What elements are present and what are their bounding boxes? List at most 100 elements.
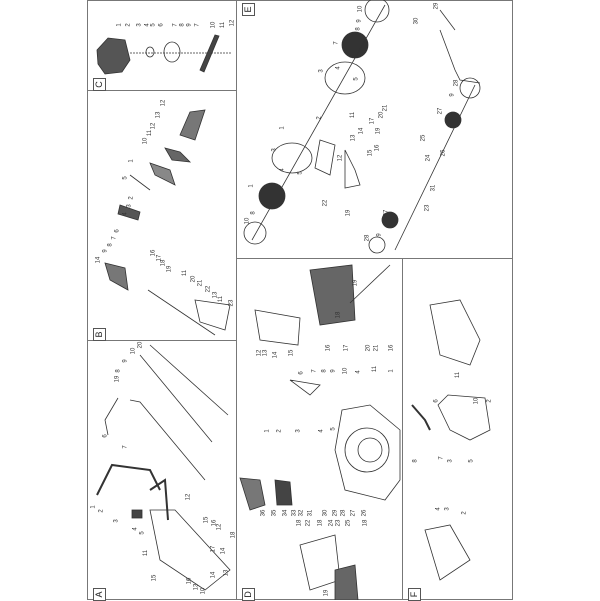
part-number-label: 28 bbox=[453, 79, 460, 87]
part-number-label: 19 bbox=[114, 375, 121, 383]
part-number-label: 5 bbox=[353, 77, 360, 81]
part-number-label: 1 bbox=[388, 369, 395, 373]
part-number-label: 8 bbox=[412, 459, 419, 463]
part-number-label: 26 bbox=[361, 509, 368, 517]
part-number-label: 9 bbox=[330, 369, 337, 373]
part-number-label: 12 bbox=[150, 122, 157, 130]
part-number-label: 23 bbox=[335, 519, 342, 527]
part-number-label: 22 bbox=[205, 285, 212, 293]
part-number-label: 9 bbox=[186, 23, 193, 27]
part-number-label: 6 bbox=[433, 399, 440, 403]
part-number-label: 3 bbox=[318, 69, 325, 73]
part-number-label: 5 bbox=[297, 171, 304, 175]
part-number-label: 13 bbox=[155, 111, 162, 119]
section-letter-d: D bbox=[242, 588, 255, 601]
part-number-label: 8 bbox=[321, 369, 328, 373]
part-number-label: 17 bbox=[369, 117, 376, 125]
part-number-label: 8 bbox=[115, 369, 122, 373]
part-number-label: 16 bbox=[325, 344, 332, 352]
part-number-label: 7 bbox=[333, 41, 340, 45]
part-number-label: 1 bbox=[90, 505, 97, 509]
motor-assembly bbox=[96, 34, 232, 75]
part-number-label: 36 bbox=[260, 509, 267, 517]
part-number-label: 35 bbox=[271, 509, 278, 517]
part-number-label: 10 bbox=[473, 397, 480, 405]
handle-assembly bbox=[96, 344, 231, 591]
part-number-label: 31 bbox=[430, 184, 437, 192]
grass-bag-assembly bbox=[411, 299, 491, 581]
part-number-label: 9 bbox=[356, 19, 363, 23]
part-number-label: 10 bbox=[210, 21, 217, 29]
part-number-label: 14 bbox=[358, 127, 365, 135]
part-number-label: 29 bbox=[332, 509, 339, 517]
part-number-label: 13 bbox=[223, 569, 230, 577]
part-number-label: 3 bbox=[136, 23, 143, 27]
part-number-label: 19 bbox=[166, 265, 173, 273]
part-number-label: 4 bbox=[122, 212, 129, 216]
part-number-label: 4 bbox=[279, 168, 286, 172]
part-number-label: 5 bbox=[122, 176, 129, 180]
part-number-label: 14 bbox=[220, 547, 227, 555]
part-number-label: 29 bbox=[433, 2, 440, 10]
part-number-label: 21 bbox=[197, 279, 204, 287]
part-number-label: 5 bbox=[139, 531, 146, 535]
part-number-label: 10 bbox=[342, 367, 349, 375]
part-number-label: 9 bbox=[122, 359, 129, 363]
part-number-label: 23 bbox=[424, 204, 431, 212]
part-number-label: 34 bbox=[282, 509, 289, 517]
part-number-label: 18 bbox=[335, 311, 342, 319]
part-number-label: 12 bbox=[216, 523, 223, 531]
part-number-label: 4 bbox=[132, 527, 139, 531]
part-number-label: 7 bbox=[311, 369, 318, 373]
part-number-label: 22 bbox=[322, 199, 329, 207]
part-number-label: 13 bbox=[350, 134, 357, 142]
part-number-label: 9 bbox=[449, 93, 456, 97]
part-number-label: 4 bbox=[435, 507, 442, 511]
part-number-label: 12 bbox=[160, 99, 167, 107]
part-number-label: 2 bbox=[125, 23, 132, 27]
part-number-label: 16 bbox=[374, 144, 381, 152]
part-number-label: 28 bbox=[364, 234, 371, 242]
part-number-label: 18 bbox=[317, 519, 324, 527]
part-number-label: 16 bbox=[388, 344, 395, 352]
part-number-label: 3 bbox=[444, 507, 451, 511]
part-number-label: 27 bbox=[383, 209, 390, 217]
part-number-label: 3 bbox=[126, 204, 133, 208]
part-number-label: 27 bbox=[350, 509, 357, 517]
part-number-label: 12 bbox=[185, 493, 192, 501]
part-number-label: 2 bbox=[316, 116, 323, 120]
deck-assembly bbox=[239, 264, 401, 600]
part-number-label: 2 bbox=[128, 196, 135, 200]
part-number-label: 23 bbox=[228, 299, 235, 307]
part-number-label: 13 bbox=[262, 349, 269, 357]
part-number-label: 19 bbox=[375, 127, 382, 135]
part-number-label: 4 bbox=[318, 429, 325, 433]
part-number-label: 17 bbox=[343, 344, 350, 352]
part-number-label: 4 bbox=[355, 370, 362, 374]
part-number-label: 20 bbox=[190, 275, 197, 283]
part-number-label: 7 bbox=[111, 236, 118, 240]
part-number-label: 24 bbox=[328, 519, 335, 527]
part-number-label: 1 bbox=[248, 184, 255, 188]
section-letter-e: E bbox=[242, 3, 255, 16]
part-number-label: 13 bbox=[193, 583, 200, 591]
part-number-label: 8 bbox=[355, 27, 362, 31]
part-number-label: 18 bbox=[362, 519, 369, 527]
part-number-label: 25 bbox=[345, 519, 352, 527]
section-letter-a: A bbox=[93, 588, 106, 601]
part-number-label: 10 bbox=[200, 587, 207, 595]
part-number-label: 12 bbox=[337, 154, 344, 162]
part-number-label: 2 bbox=[98, 509, 105, 513]
part-number-label: 11 bbox=[220, 21, 227, 29]
part-number-label: 7 bbox=[122, 445, 129, 449]
part-number-label: 8 bbox=[250, 211, 257, 215]
part-number-label: 12 bbox=[229, 19, 236, 27]
part-number-label: 6 bbox=[114, 229, 121, 233]
part-number-label: 15 bbox=[203, 516, 210, 524]
section-letter-b: B bbox=[93, 328, 106, 341]
part-number-label: 16 bbox=[186, 577, 193, 585]
part-number-label: 11 bbox=[455, 371, 462, 379]
part-number-label: 3 bbox=[295, 429, 302, 433]
part-number-label: 24 bbox=[425, 154, 432, 162]
